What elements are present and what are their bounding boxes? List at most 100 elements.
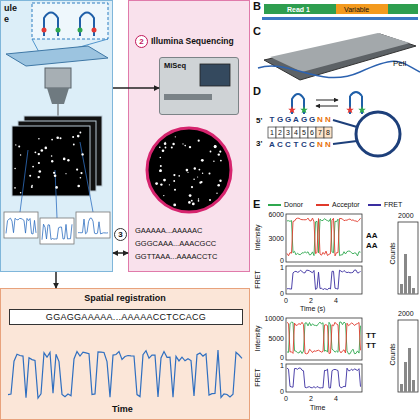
imaging-panel: ule e [0, 0, 113, 272]
node-text: 3 [115, 231, 126, 239]
figure-label: Time [310, 404, 325, 411]
figure-label: Intensity [254, 319, 261, 359]
histogram-bar [408, 348, 411, 392]
plot-frame [286, 318, 362, 360]
loop-strand [333, 120, 357, 127]
histogram-bar [404, 362, 407, 392]
figure-label: N [324, 116, 332, 124]
legend-line [368, 204, 381, 206]
table-cell [308, 127, 316, 138]
node-text: MiSeq [164, 62, 186, 70]
table-cell [300, 127, 308, 138]
figure-label: C [276, 141, 284, 149]
histogram-bar [400, 384, 403, 392]
template-strand [262, 17, 418, 20]
figure-label: A [292, 116, 300, 124]
figure-label: 5 [300, 129, 308, 136]
equilibrium-arrow [316, 106, 338, 107]
figure-label: 6000 [262, 211, 284, 218]
flow-arrow [113, 252, 128, 254]
node-text: ule [4, 4, 17, 13]
figure-label: Pell [393, 60, 406, 68]
figure-label: 0 [262, 290, 284, 297]
figure-label: 4 [331, 395, 341, 402]
legend-line [268, 204, 281, 206]
node-text: 2 [136, 38, 147, 46]
step-number: 2 [135, 35, 148, 48]
node-text: e [4, 15, 9, 24]
legend-text: Acceptor [332, 201, 360, 208]
figure-label: 3 [284, 129, 292, 136]
sequence-box: GGAGGAAAAA...AAAAACCTCCACG [9, 309, 243, 325]
figure-label: E [253, 199, 260, 210]
donor-trace [287, 219, 361, 256]
figure-label: 0 [281, 297, 291, 304]
histogram-bar [412, 288, 415, 294]
figure-label: C [308, 141, 316, 149]
histogram-frame [398, 320, 418, 392]
figure-label: C [284, 141, 292, 149]
loop-strand [333, 141, 357, 144]
registration-panel: Spatial registrationGGAGGAAAAA...AAAAACC… [0, 288, 250, 420]
read-bar [388, 4, 418, 14]
figure-label: 5' [256, 117, 262, 125]
figure-label: 8 [324, 129, 332, 136]
node-text: Spatial registration [1, 294, 249, 303]
figure-label: TT [366, 332, 376, 340]
dye-star [358, 106, 366, 113]
figure-label: G [284, 116, 292, 124]
figure-label: 2 [306, 395, 316, 402]
figure-label: FRET [254, 363, 261, 393]
figure-label: 10000 [262, 315, 284, 322]
acceptor-trace [287, 218, 361, 256]
figure-label: B [253, 1, 261, 12]
plot-frame [286, 266, 362, 294]
variable-bar [336, 4, 388, 14]
figure-label: Time (s) [300, 305, 325, 312]
table-cell [284, 127, 292, 138]
hairpin [292, 94, 304, 114]
equilibrium-arrow [316, 100, 338, 101]
node-text: GGTTAAA...AAAACCTC [135, 253, 217, 261]
figure-label: 0 [262, 354, 284, 361]
figure-label: T [268, 116, 276, 124]
dye-star [288, 106, 296, 113]
figure-label: D [253, 86, 261, 97]
figure-label: 1 [268, 129, 276, 136]
sequencer-box: MiSeq [159, 57, 239, 115]
figure-label: G [276, 116, 284, 124]
figure-label: 4 [331, 297, 341, 304]
node-text: GGAGGAAAAA...AAAAACCTCCACG [10, 313, 242, 322]
plot-frame [286, 214, 362, 262]
node-text: GGGCAAA...AAACGCC [135, 240, 216, 248]
figure-label: N [316, 141, 324, 149]
figure-label: 2000 [398, 212, 414, 219]
figure-label: T [292, 141, 300, 149]
figure-label: 0 [262, 257, 284, 264]
figure-label: G [308, 116, 316, 124]
figure-label: 2000 [398, 310, 414, 317]
dye-star [300, 106, 308, 113]
hairpin [350, 92, 362, 114]
figure-label: Variable [344, 6, 369, 13]
figure-label: 4 [292, 129, 300, 136]
figure-label: N [316, 116, 324, 124]
figure-label: 7 [316, 129, 324, 136]
figure-label: 1 [262, 264, 284, 271]
plot-frame [286, 364, 362, 392]
figure-label: Intensity [254, 218, 261, 258]
acceptor-trace [287, 322, 361, 354]
node-text: Illumina Sequencing [151, 37, 234, 46]
figure-label: A [268, 141, 276, 149]
figure-label: 0 [262, 388, 284, 395]
figure-label: FRET [254, 265, 261, 295]
legend-text: FRET [384, 201, 402, 208]
node-text: GAAAAA...AAAAAC [135, 227, 203, 235]
figure-label: Read 1 [287, 6, 310, 13]
figure-label: 3' [256, 140, 262, 148]
histogram-bar [408, 276, 411, 294]
figure-label: Counts [389, 335, 396, 375]
figure-label: Time [112, 405, 133, 414]
figure-label: AA [366, 242, 378, 250]
